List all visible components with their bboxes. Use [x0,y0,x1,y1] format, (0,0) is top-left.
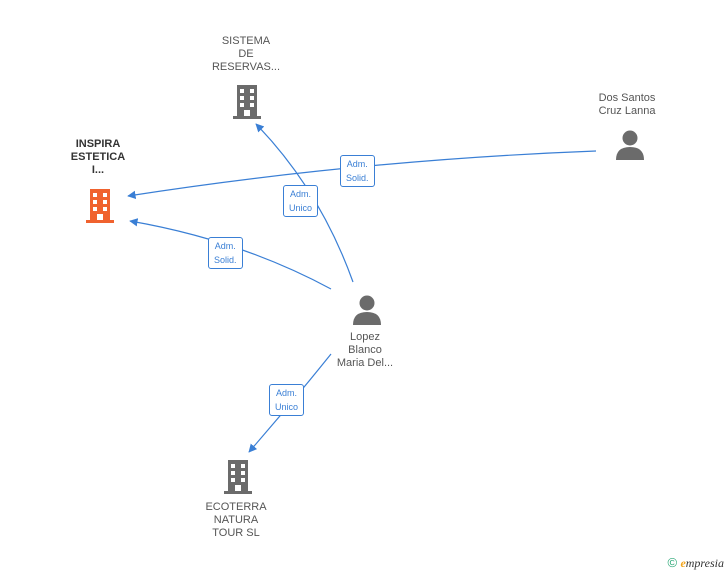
node-label-inspira[interactable]: INSPIRA ESTETICA I... [70,138,126,176]
edge-label-lopez-ecoterra[interactable]: Adm. Unico [269,384,305,416]
inspira-building-icon[interactable] [84,188,116,229]
building-icon [233,85,261,119]
sistema-building-icon[interactable] [231,84,263,125]
node-label-dossantos[interactable]: Dos Santos Cruz Lanna [598,92,656,117]
edge-label-lopez-inspira[interactable]: Adm. Solid. [208,237,243,269]
node-label-lopez[interactable]: Lopez Blanco Maria Del... [336,331,394,369]
dossantos-person-icon[interactable] [615,129,645,166]
person-icon [616,130,644,160]
building-icon [224,460,252,494]
node-label-ecoterra[interactable]: ECOTERRA NATURA TOUR SL [205,501,267,539]
footer-brand[interactable]: © empresia [668,555,725,571]
ecoterra-building-icon[interactable] [222,459,254,500]
building-icon [86,189,114,223]
brand-logo: empresia [680,556,724,570]
person-icon [353,295,381,325]
edge-label-lopez-sistema[interactable]: Adm. Unico [283,185,319,217]
node-label-sistema[interactable]: SISTEMA DE RESERVAS... [211,35,281,73]
copyright-symbol: © [667,555,678,570]
lopez-person-icon[interactable] [352,294,382,331]
edge-label-dossantos-inspira[interactable]: Adm. Solid. [340,155,375,187]
